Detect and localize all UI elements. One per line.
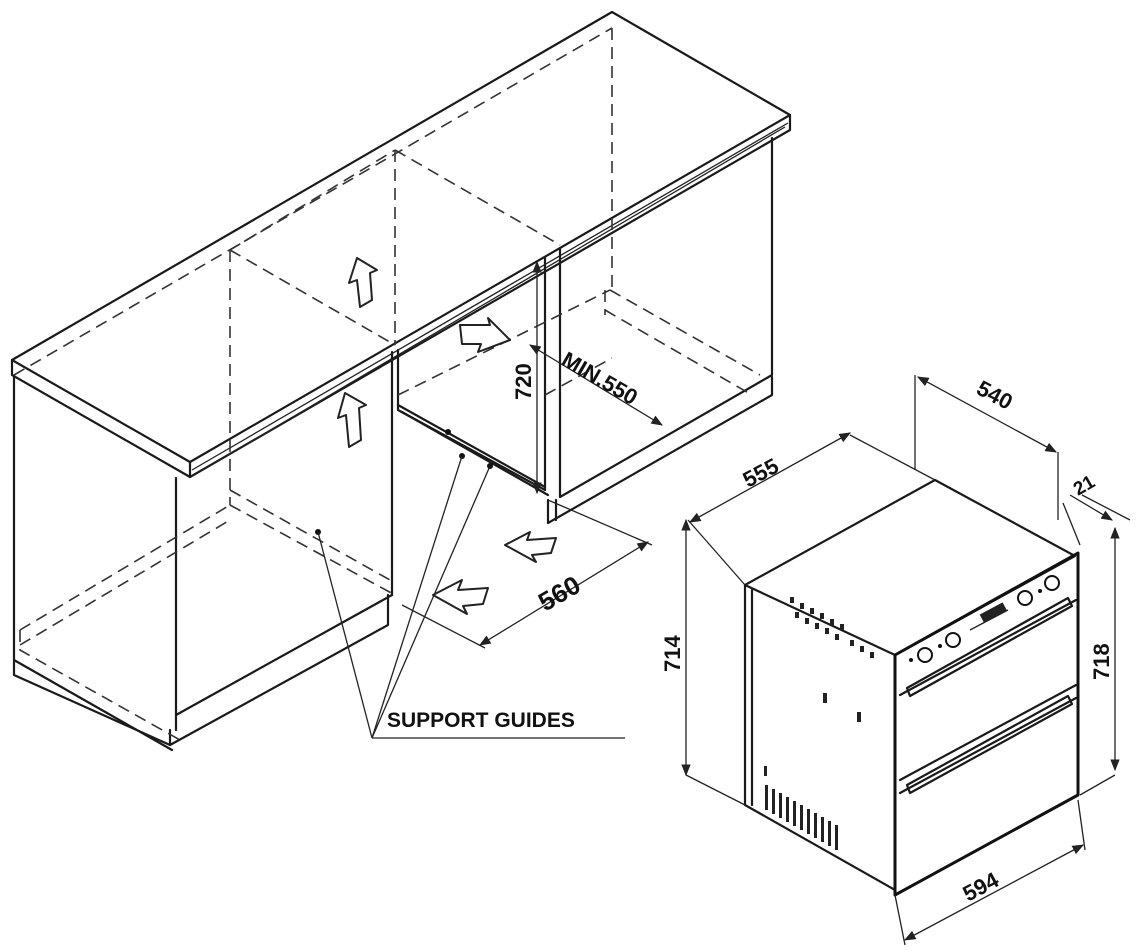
dim-label-718: 718 <box>1089 643 1114 680</box>
dim-label-714: 714 <box>660 635 685 672</box>
arrow-right-icon <box>459 317 511 353</box>
oven-side <box>743 583 897 892</box>
dim-label-560: 560 <box>533 570 586 618</box>
left-base-cabinet <box>12 350 394 752</box>
dim-cabinet-depth: MIN.550 <box>528 344 664 426</box>
dim-label-555: 555 <box>739 453 783 492</box>
built-in-oven: 555 540 21 714 718 <box>660 375 1131 946</box>
oven-front <box>893 551 1080 897</box>
arrow-left-icon <box>432 579 489 615</box>
support-guides-callout: SUPPORT GUIDES <box>317 455 625 739</box>
dim-label-min550: MIN.550 <box>558 347 643 410</box>
right-base-cabinet <box>546 136 774 525</box>
upper-door-handle <box>905 596 1074 698</box>
knob-icon <box>945 632 961 648</box>
oven-top <box>743 478 1077 657</box>
dim-cabinet-width: 560 <box>401 499 653 649</box>
support-guides-label: SUPPORT GUIDES <box>387 709 575 732</box>
worktop <box>10 10 792 479</box>
dim-oven-front-height: 718 <box>1079 526 1120 796</box>
dim-oven-depth: 555 <box>687 432 936 586</box>
dim-oven-side-height: 714 <box>660 518 746 806</box>
dim-label-720: 720 <box>511 363 536 400</box>
arrow-up-icon <box>348 257 378 308</box>
kitchen-cabinet: 720 MIN.550 560 SUPPORT GUIDES <box>10 10 792 752</box>
knob-icon <box>1017 590 1033 606</box>
dim-label-21: 21 <box>1070 471 1099 500</box>
side-vents <box>764 597 874 850</box>
lower-door-handle <box>905 694 1074 795</box>
knob-icon <box>917 647 933 663</box>
dim-label-594: 594 <box>959 867 1004 907</box>
control-panel <box>909 575 1060 663</box>
display-icon <box>979 602 1007 623</box>
arrow-left-icon <box>504 531 557 563</box>
arrow-up-icon <box>337 392 367 448</box>
hidden-edges <box>13 27 761 741</box>
dim-oven-width: 594 <box>894 799 1086 946</box>
dim-panel-thickness: 21 <box>1062 471 1131 546</box>
dim-cabinet-height: 720 <box>511 260 542 495</box>
dim-label-540: 540 <box>973 375 1017 414</box>
dim-oven-rear-depth: 540 <box>914 375 1059 520</box>
knob-icon <box>1044 575 1060 591</box>
